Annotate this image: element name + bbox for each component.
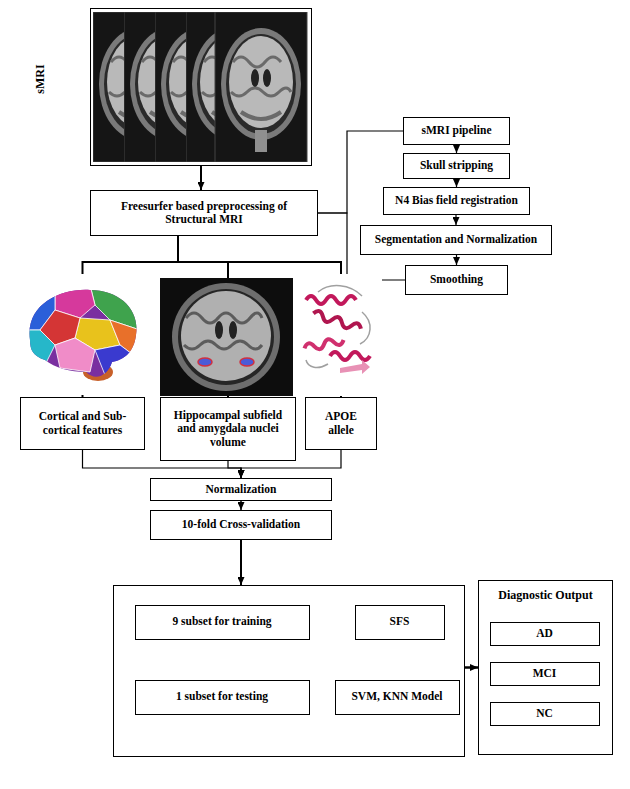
connector	[455, 215, 456, 225]
connector	[456, 255, 457, 265]
process-box: SFS	[355, 605, 445, 640]
class-box: AD	[490, 622, 600, 646]
node-label: Cortical and Sub-cortical features	[26, 410, 139, 436]
pipeline-step: N4 Bias field registration	[383, 187, 530, 215]
node-label: SFS	[390, 615, 410, 628]
model-box: SVM, KNN Model	[335, 680, 460, 715]
process-box: Freesurfer based preprocessing of Struct…	[90, 190, 318, 236]
pipeline-step: Smoothing	[405, 265, 508, 295]
node-label: SVM, KNN Model	[351, 690, 442, 703]
node-label: Diagnostic Output	[479, 581, 612, 603]
image-panel: sMRI	[90, 8, 312, 166]
connector	[240, 540, 242, 585]
node-label: MCI	[533, 667, 557, 680]
node-label: 9 subset for training	[172, 615, 271, 628]
group-box: 9 subset for training SFS 1 subset for tes…	[113, 585, 465, 757]
connector	[465, 666, 478, 669]
class-box: MCI	[490, 662, 600, 686]
process-box: Normalization	[150, 478, 332, 501]
node-label: sMRI	[34, 64, 48, 93]
output-panel: Diagnostic OutputAD MCI NC	[478, 580, 613, 755]
mri-slice	[215, 12, 307, 162]
feature-box: Hippocampal subfield and amygdala nuclei…	[160, 397, 296, 461]
connector	[240, 501, 242, 510]
process-box: 1 subset for testing	[135, 680, 310, 715]
connector	[200, 166, 202, 190]
connector	[456, 145, 457, 153]
node-label: 1 subset for testing	[176, 690, 268, 703]
process-box: 10-fold Cross-validation	[150, 510, 332, 540]
node-label: Normalization	[206, 483, 277, 496]
node-label: APOE allele	[311, 410, 371, 436]
connector	[456, 179, 457, 187]
node-label: Freesurfer based preprocessing of Struct…	[96, 200, 312, 226]
connector	[228, 461, 241, 478]
node-label: sMRI pipeline	[422, 124, 492, 137]
node-label: Skull stripping	[420, 159, 493, 172]
pipeline-step: Segmentation and Normalization	[360, 225, 552, 255]
node-label: Smoothing	[430, 273, 483, 286]
pipeline-step: sMRI pipeline	[403, 117, 510, 145]
process-box: 9 subset for training	[135, 605, 310, 640]
node-label: Segmentation and Normalization	[375, 233, 537, 246]
pipeline-step: Skull stripping	[403, 153, 510, 179]
class-box: NC	[490, 702, 600, 726]
node-label: Hippocampal subfield and amygdala nuclei…	[166, 409, 290, 449]
node-label: N4 Bias field registration	[395, 194, 518, 207]
feature-box: APOE allele	[305, 397, 377, 450]
feature-box: Cortical and Sub-cortical features	[20, 397, 145, 450]
node-label: AD	[536, 627, 553, 640]
node-label: 10-fold Cross-validation	[182, 518, 300, 531]
node-label: NC	[536, 707, 553, 720]
